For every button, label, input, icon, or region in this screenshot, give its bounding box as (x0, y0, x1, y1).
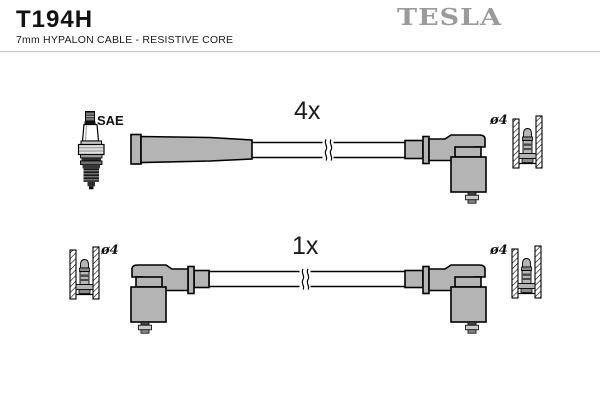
cable-crimp-top (404, 139, 424, 160)
spark-plug-type-label: SAE (97, 113, 124, 128)
diameter-label-top-right: ø4 (490, 113, 508, 128)
right-angle-spark-plug-boot-icon (422, 134, 487, 204)
bottom-cable-assembly (69, 245, 542, 335)
right-angle-spark-plug-boot-icon (130, 264, 195, 335)
header-divider (0, 51, 600, 52)
spark-plug-icon (77, 111, 105, 190)
diameter-label-bottom-right: ø4 (490, 243, 508, 258)
bottom-quantity-label: 1x (292, 232, 319, 260)
part-description: 7mm HYPALON CABLE - RESISTIVE CORE (16, 34, 234, 46)
cable-crimp-bottom-left (193, 269, 210, 289)
distributor-socket-cross-section-icon (512, 115, 543, 169)
part-number: T194H (16, 6, 94, 33)
cable-crimp-bottom-right (404, 269, 424, 289)
cable-break-symbol-icon (299, 268, 311, 290)
distributor-socket-cross-section-icon (69, 246, 100, 300)
top-cable-assembly (130, 115, 543, 204)
cable-break-symbol-icon (322, 139, 334, 161)
top-quantity-label: 4x (294, 97, 321, 125)
distributor-socket-cross-section-icon (511, 245, 542, 299)
diameter-label-bottom-left: ø4 (101, 243, 119, 258)
straight-spark-plug-boot-icon (130, 133, 253, 165)
tesla-brand-logo: TESLA (397, 4, 503, 32)
right-angle-spark-plug-boot-icon (422, 264, 487, 335)
